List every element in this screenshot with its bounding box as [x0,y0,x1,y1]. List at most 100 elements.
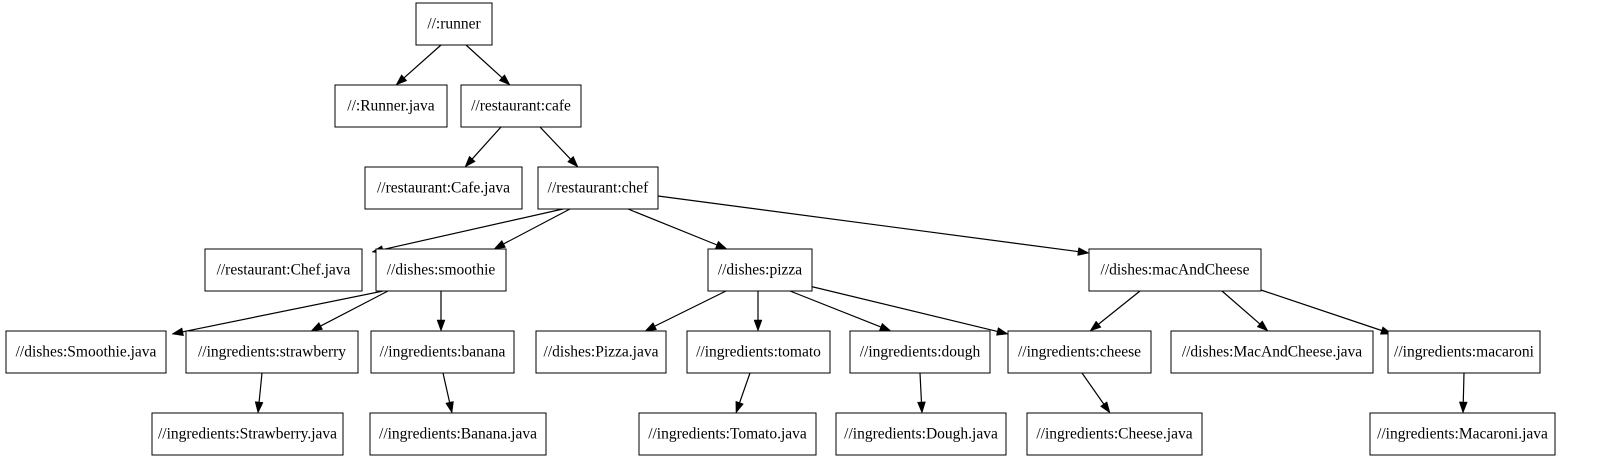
node-box[interactable] [370,330,515,374]
edge-ing_dough-to-ing_dough_java [917,372,926,414]
edge-ing_banana-to-ing_banana_java [442,372,454,414]
node-label: //dishes:macAndCheese [1101,262,1250,279]
edge-dishes_macandcheese-to-ing_macaroni [1257,288,1393,335]
edge-restaurant_chef-to-dishes_pizza [627,208,728,250]
node-ing_dough_java[interactable]: //ingredients:Dough.java [835,412,1007,456]
edge-restaurant_chef-to-dishes_smoothie [493,208,571,250]
node-box[interactable] [364,166,523,210]
node-label: //restaurant:Chef.java [217,262,351,279]
node-dishes_smoothie_java[interactable]: //dishes:Smoothie.java [5,330,167,374]
node-label: //ingredients:Banana.java [379,426,537,443]
node-label: //dishes:Pizza.java [544,344,659,361]
node-ing_tomato[interactable]: //ingredients:tomato [686,330,831,374]
node-ing_strawberry_java[interactable]: //ingredients:Strawberry.java [151,412,344,456]
node-label: //ingredients:macaroni [1394,344,1535,361]
node-label: //restaurant:chef [548,180,650,197]
node-dishes_macandcheese[interactable]: //dishes:macAndCheese [1088,248,1262,292]
edge-arrowhead [1089,320,1102,332]
node-label: //:Runner.java [347,98,435,115]
node-box[interactable] [334,84,448,128]
node-box[interactable] [1007,330,1152,374]
node-box[interactable] [375,248,507,292]
node-restaurant_cafe_java[interactable]: //restaurant:Cafe.java [364,166,523,210]
node-ing_dough[interactable]: //ingredients:dough [849,330,991,374]
edge-arrowhead [498,74,511,86]
node-ing_cheese_java[interactable]: //ingredients:Cheese.java [1026,412,1203,456]
edge-dishes_smoothie-to-ing_strawberry [310,290,389,332]
edge-line [539,126,571,160]
edge-runner-to-runner_java [395,44,442,86]
edge-arrowhead [567,155,579,168]
node-dishes_pizza[interactable]: //dishes:pizza [707,248,813,292]
node-ing_banana[interactable]: //ingredients:banana [370,330,515,374]
node-ing_macaroni[interactable]: //ingredients:macaroni [1387,330,1541,374]
edge-restaurant_chef-to-dishes_macandcheese [657,195,1090,256]
node-box[interactable] [415,2,493,46]
node-box[interactable] [151,412,344,456]
node-box[interactable] [185,330,359,374]
edge-ing_tomato-to-ing_tomato_java [735,372,751,414]
node-box[interactable] [5,330,167,374]
node-dishes_pizza_java[interactable]: //dishes:Pizza.java [535,330,667,374]
node-label: //ingredients:Tomato.java [648,426,807,443]
edge-arrowhead [493,239,506,250]
edge-arrowhead [464,155,476,168]
node-label: //ingredients:tomato [696,344,821,361]
edge-arrowhead [395,74,408,86]
edge-line [789,290,881,328]
node-ing_cheese[interactable]: //ingredients:cheese [1007,330,1152,374]
edge-line [320,290,389,327]
node-box[interactable] [204,248,363,292]
edge-arrowhead [878,322,892,332]
node-label: //dishes:MacAndCheese.java [1182,344,1362,361]
node-label: //ingredients:Dough.java [844,426,998,443]
node-runner_java[interactable]: //:Runner.java [334,84,448,128]
node-ing_banana_java[interactable]: //ingredients:Banana.java [369,412,547,456]
node-runner[interactable]: //:runner [415,2,493,46]
node-box[interactable] [686,330,831,374]
edge-arrowhead [445,401,454,414]
edge-arrowhead [171,327,184,337]
node-ing_macaroni_java[interactable]: //ingredients:Macaroni.java [1369,412,1556,456]
node-box[interactable] [1088,248,1262,292]
node-box[interactable] [1026,412,1203,456]
node-box[interactable] [835,412,1007,456]
edge-line [804,284,998,333]
node-box[interactable] [1387,330,1541,374]
node-box[interactable] [638,412,817,456]
node-ing_strawberry[interactable]: //ingredients:strawberry [185,330,359,374]
edge-dishes_pizza-to-ing_tomato [753,291,763,332]
node-restaurant_cafe[interactable]: //restaurant:cafe [460,84,582,128]
node-box[interactable] [1170,330,1374,374]
node-box[interactable] [849,330,991,374]
edge-arrowhead [1077,247,1090,256]
node-label: //restaurant:Cafe.java [377,180,510,197]
node-box[interactable] [535,330,667,374]
node-label: //:runner [427,16,481,33]
node-label: //dishes:Smoothie.java [16,344,157,361]
node-restaurant_chef_java[interactable]: //restaurant:Chef.java [204,248,363,292]
node-ing_tomato_java[interactable]: //ingredients:Tomato.java [638,412,817,456]
edge-arrowhead [917,401,926,414]
edge-line [919,372,923,403]
edge-line [471,126,502,160]
node-box[interactable] [707,248,813,292]
edge-restaurant_chef-to-restaurant_chef_java [371,208,564,254]
edge-line [382,208,564,251]
edge-arrowhead [310,321,323,332]
edge-line [1098,290,1141,325]
node-dishes_macandcheese_java[interactable]: //dishes:MacAndCheese.java [1170,330,1374,374]
edges-layer [171,44,1468,414]
node-dishes_smoothie[interactable]: //dishes:smoothie [375,248,507,292]
edge-restaurant_cafe-to-restaurant_cafe_java [464,126,502,168]
node-box[interactable] [1369,412,1556,456]
node-box[interactable] [369,412,547,456]
node-restaurant_chef[interactable]: //restaurant:chef [537,166,659,210]
edge-arrowhead [996,327,1009,336]
edge-dishes_smoothie-to-ing_banana [436,291,446,332]
edge-dishes_pizza-to-dishes_pizza_java [644,290,727,332]
node-box[interactable] [537,166,659,210]
edge-dishes_macandcheese-to-ing_cheese [1089,290,1141,332]
node-box[interactable] [460,84,582,128]
